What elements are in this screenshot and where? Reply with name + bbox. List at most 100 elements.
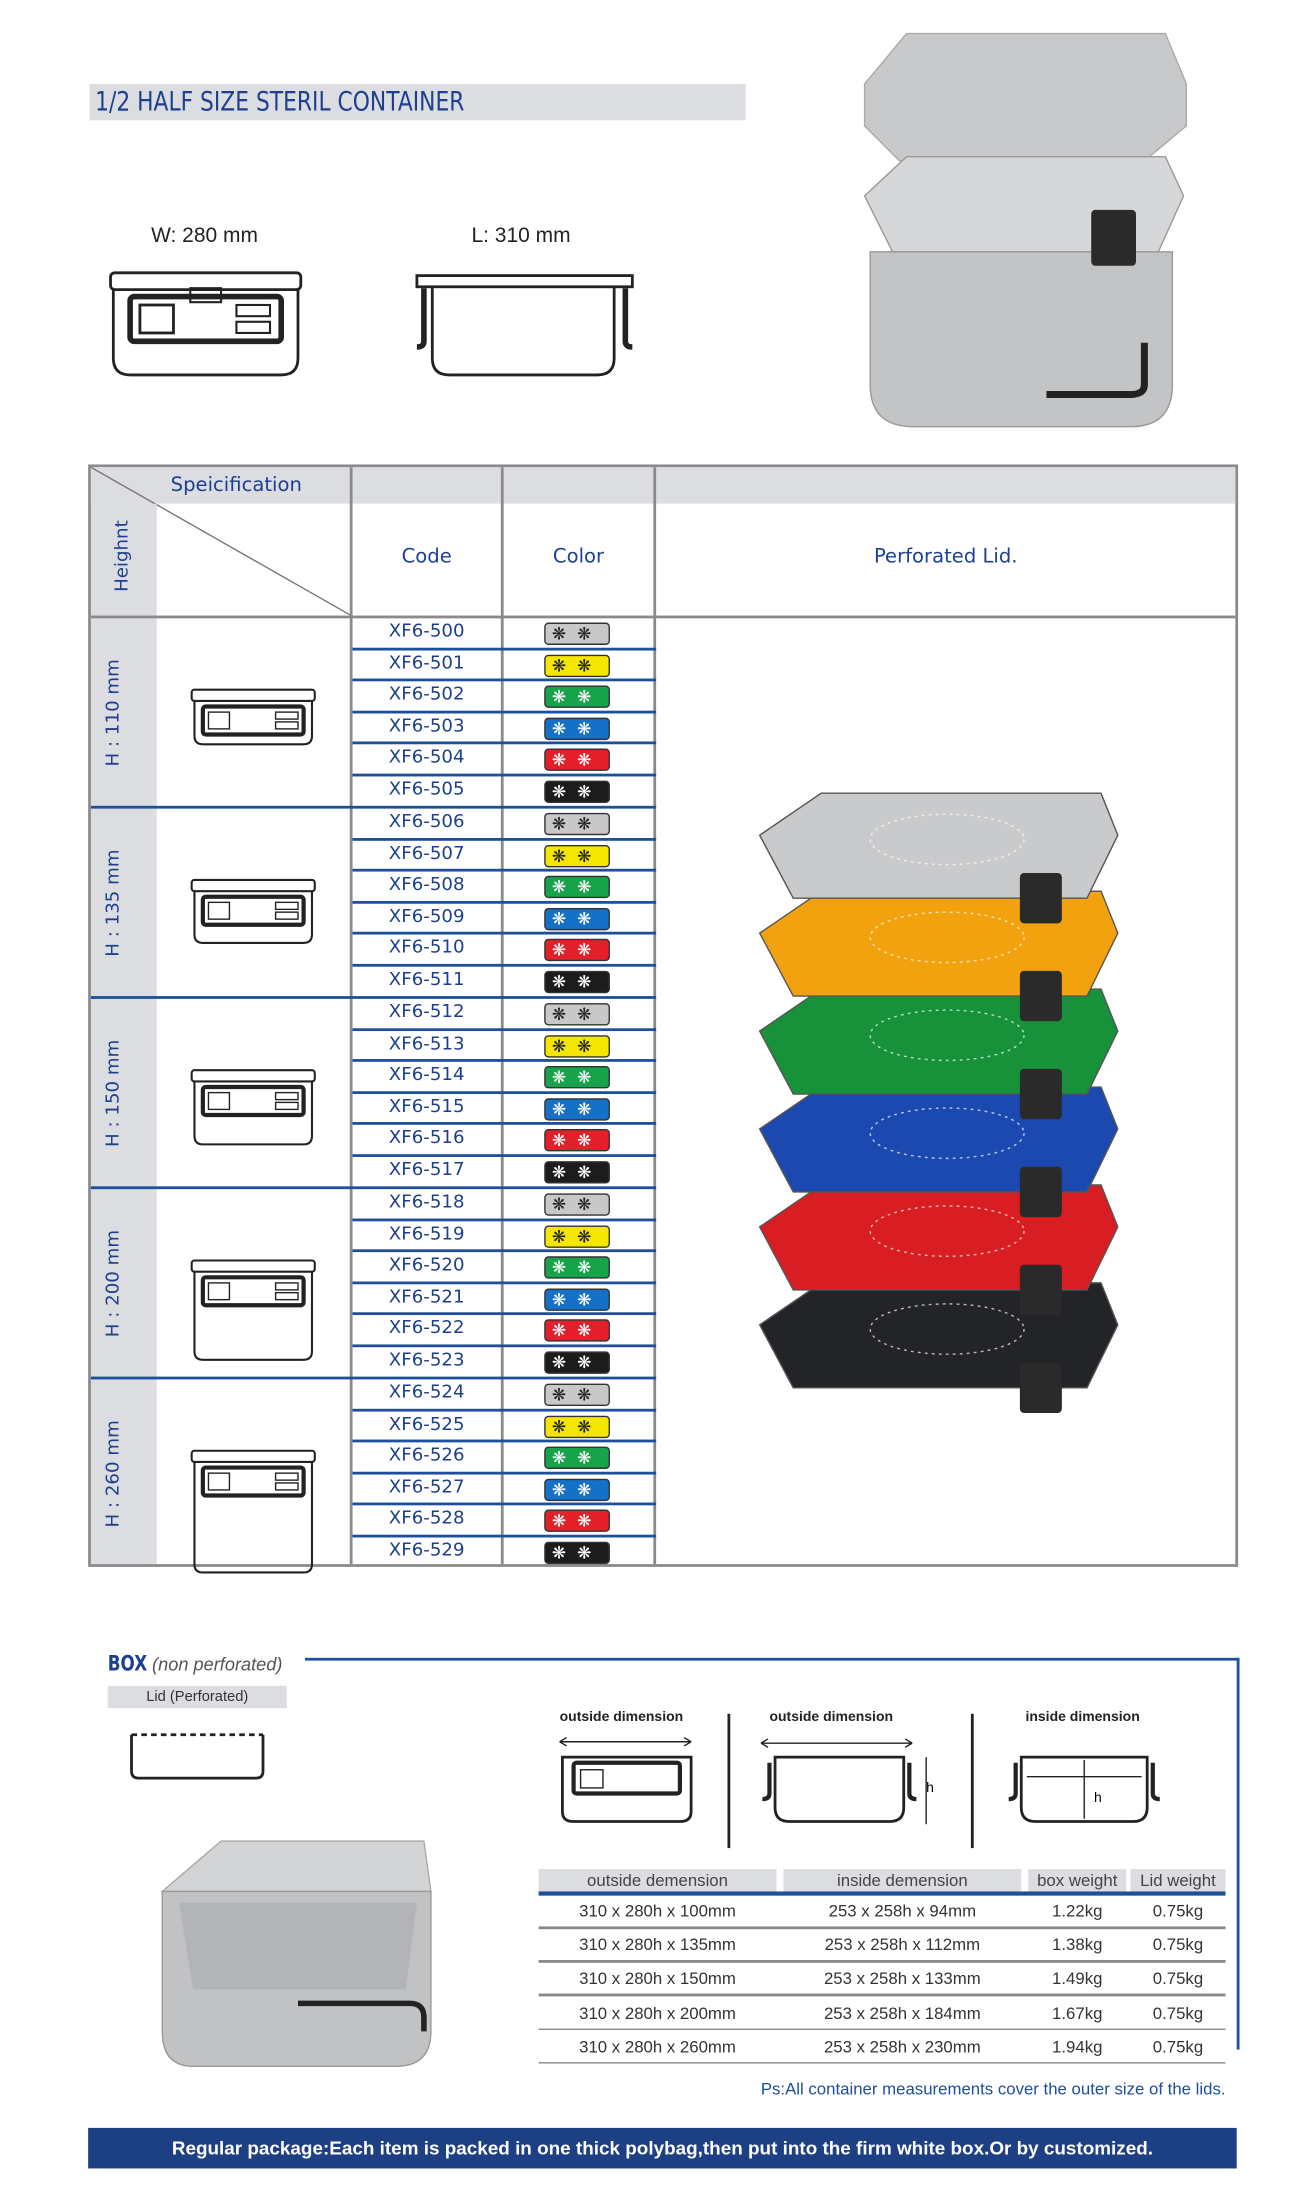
diagram-label-inside: inside dimension [1025, 1709, 1140, 1725]
code-header: Code [401, 545, 452, 568]
front-view-diagram [109, 271, 303, 377]
page-title: 1/2 HALF SIZE STERIL CONTAINER [95, 86, 465, 118]
product-code: XF6-508 [388, 874, 465, 896]
product-code: XF6-519 [388, 1223, 465, 1245]
product-code: XF6-522 [388, 1318, 465, 1340]
product-code: XF6-505 [388, 779, 465, 801]
diagram-label-outside-2: outside dimension [769, 1709, 894, 1725]
container-size-icon [189, 1066, 318, 1157]
col-outside: outside demension [538, 1869, 777, 1893]
perforation-icon: ❋❋ [551, 877, 603, 898]
perforation-icon: ❋❋ [551, 1257, 603, 1278]
perforation-icon: ❋❋ [551, 1162, 603, 1183]
perforation-icon: ❋❋ [551, 972, 603, 992]
box-table-cell: 1.94kg [1052, 2036, 1103, 2057]
outside-side-diagram [760, 1738, 927, 1825]
box-table-cell: 310 x 280h x 135mm [579, 1935, 736, 1955]
perforation-icon: ❋❋ [551, 1004, 603, 1025]
outside-front-diagram [559, 1736, 693, 1823]
container-size-icon [189, 1447, 318, 1586]
color-swatch: ❋❋ [544, 1415, 610, 1438]
height-label: H : 150 mm [103, 1039, 125, 1147]
perforation-icon: ❋❋ [551, 782, 603, 802]
box-table-cell: 1.38kg [1052, 1935, 1103, 1955]
product-code: XF6-504 [388, 747, 465, 769]
color-swatch: ❋❋ [544, 1510, 610, 1533]
perforation-icon: ❋❋ [551, 1289, 603, 1310]
product-code: XF6-520 [388, 1255, 465, 1277]
diagram-label-outside-1: outside dimension [559, 1709, 684, 1725]
col-lid-weight: Lid weight [1130, 1869, 1226, 1893]
product-code: XF6-527 [388, 1477, 465, 1499]
product-code: XF6-500 [388, 621, 465, 643]
box-table-cell: 1.49kg [1052, 1968, 1103, 1989]
col-box-weight: box weight [1028, 1869, 1127, 1893]
product-code: XF6-503 [388, 716, 465, 737]
h-label-outside: h [926, 1780, 934, 1797]
col-inside: inside demension [783, 1869, 1022, 1893]
perforation-icon: ❋❋ [551, 1321, 603, 1341]
product-code: XF6-524 [388, 1382, 465, 1404]
product-code: XF6-511 [388, 969, 465, 991]
section-divider [304, 1657, 1240, 1661]
color-swatch: ❋❋ [544, 939, 610, 962]
color-swatch: ❋❋ [544, 1193, 610, 1216]
color-swatch: ❋❋ [544, 1003, 610, 1026]
product-code: XF6-518 [388, 1191, 465, 1213]
box-table-cell: 0.75kg [1152, 1935, 1204, 1955]
perforation-icon: ❋❋ [551, 1194, 603, 1215]
height-label: H : 200 mm [103, 1229, 125, 1338]
color-swatch: ❋❋ [544, 1351, 610, 1374]
product-code: XF6-501 [388, 652, 465, 674]
box-table-cell: 0.75kg [1152, 2002, 1204, 2023]
perforation-icon: ❋❋ [551, 909, 603, 929]
h-label-inside: h [1094, 1790, 1102, 1807]
color-swatch: ❋❋ [544, 1097, 610, 1121]
product-code: XF6-516 [388, 1128, 465, 1150]
length-label: L: 310 mm [471, 223, 571, 248]
color-swatch: ❋❋ [544, 1034, 610, 1058]
product-code: XF6-515 [388, 1096, 465, 1118]
color-swatch: ❋❋ [544, 876, 610, 899]
box-table-cell: 1.67kg [1052, 2002, 1103, 2023]
height-label: H : 260 mm [103, 1420, 125, 1528]
perforation-icon: ❋❋ [551, 1226, 603, 1246]
color-swatch: ❋❋ [544, 1541, 610, 1565]
perforation-icon: ❋❋ [551, 1130, 603, 1151]
box-table-cell: 253 x 258h x 133mm [823, 1968, 981, 1989]
lid-perforated-label: Lid (Perforated) [107, 1685, 287, 1709]
color-swatch: ❋❋ [544, 1256, 610, 1279]
height-label: H : 135 mm [103, 849, 125, 957]
color-swatch: ❋❋ [544, 1129, 610, 1152]
perforation-icon: ❋❋ [551, 1416, 603, 1437]
colored-lids-image [758, 792, 1119, 1413]
product-code: XF6-526 [388, 1445, 465, 1467]
color-swatch: ❋❋ [544, 1478, 610, 1501]
perforation-icon: ❋❋ [551, 687, 603, 707]
product-code: XF6-523 [388, 1350, 465, 1372]
perforation-icon: ❋❋ [551, 1479, 603, 1500]
color-swatch: ❋❋ [544, 622, 610, 645]
title-bar: 1/2 HALF SIZE STERIL CONTAINER [89, 83, 746, 121]
product-code: XF6-513 [388, 1033, 465, 1055]
perforation-icon: ❋❋ [551, 1448, 603, 1468]
product-code: XF6-528 [388, 1508, 465, 1530]
color-swatch: ❋❋ [544, 749, 610, 772]
lid-diagram [130, 1733, 265, 1780]
color-swatch: ❋❋ [544, 685, 610, 709]
container-size-icon [189, 876, 318, 956]
container-size-icon [189, 1256, 318, 1372]
product-code: XF6-521 [388, 1286, 465, 1308]
product-code: XF6-507 [388, 843, 465, 865]
perforation-icon: ❋❋ [551, 940, 603, 961]
box-table-cell: 253 x 258h x 230mm [823, 2036, 981, 2057]
color-swatch: ❋❋ [544, 1224, 610, 1248]
perforation-icon: ❋❋ [551, 655, 603, 676]
product-code: XF6-529 [388, 1540, 465, 1562]
side-view-diagram [415, 274, 634, 377]
color-swatch: ❋❋ [544, 907, 610, 931]
product-code: XF6-510 [388, 937, 465, 959]
box-table-cell: 310 x 280h x 150mm [579, 1968, 736, 1989]
perforation-icon: ❋❋ [551, 845, 603, 866]
width-label: W: 280 mm [151, 223, 258, 248]
